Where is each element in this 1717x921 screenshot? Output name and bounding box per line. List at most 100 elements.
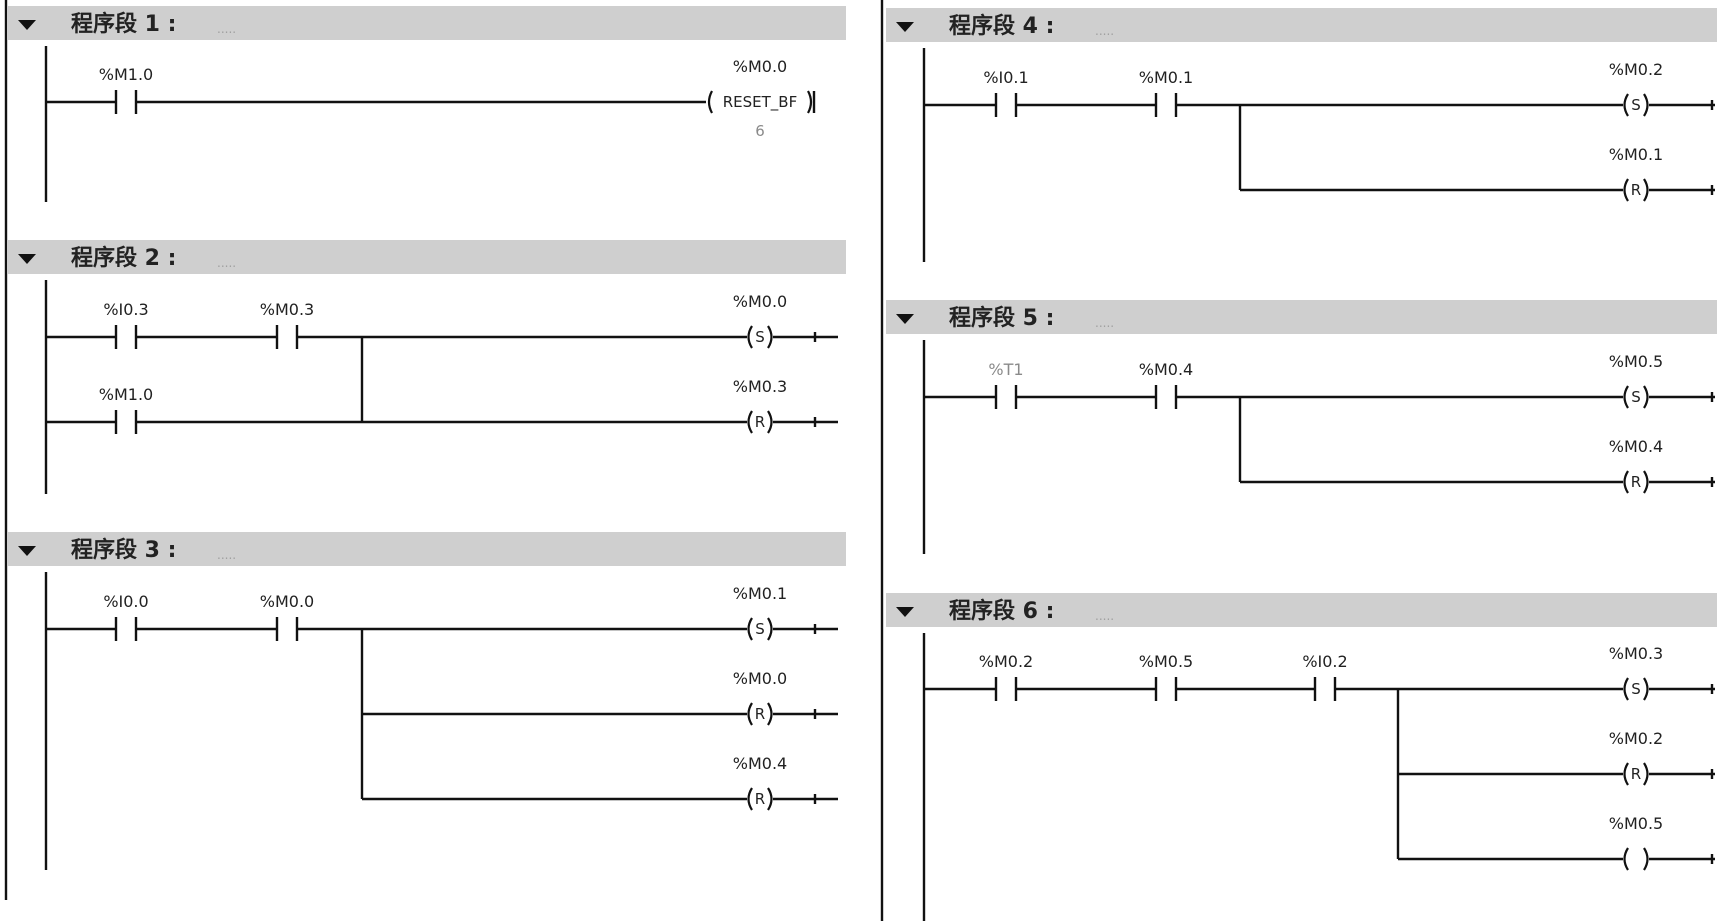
rung: %I0.1 %M0.1 %M0.2S %M0.1R [924,60,1715,202]
contact-no[interactable]: %I0.3 [103,300,149,349]
contact-operand: %T1 [988,360,1023,379]
coil[interactable]: %M0.4R [1609,437,1715,494]
collapse-triangle-icon[interactable] [896,607,914,617]
network-2: 程序段 2 :..... %I0.3 %M0.3 %M0.0S %M1.0 %M0.3R [8,240,846,494]
network-title: 程序段 1 : [71,11,176,37]
contact-no[interactable]: %M0.0 [260,592,314,641]
coil-right-bracket [1643,178,1649,202]
collapse-triangle-icon[interactable] [18,254,36,264]
network-title: 程序段 3 : [71,537,176,563]
coil-operand: %M0.2 [1609,729,1663,748]
coil-operand: %M0.0 [733,669,787,688]
coil[interactable]: %M0.1R [1609,145,1715,202]
collapse-triangle-icon[interactable] [896,22,914,32]
collapse-triangle-icon[interactable] [896,314,914,324]
network-header[interactable] [886,8,1717,42]
rung: %M1.0 %M0.3R [46,377,838,434]
coil-left-bracket [1623,178,1629,202]
coil-symbol: R [1631,181,1641,199]
coil-param: 6 [755,122,765,140]
coil[interactable]: %M0.3S [1609,644,1715,701]
contact-no[interactable]: %M0.1 [1139,68,1193,117]
coil[interactable]: %M0.5 [1609,814,1715,871]
network-3: 程序段 3 :.....%I0.0%M0.0%M0.1S%M0.0R%M0.4R [8,532,846,870]
coil-right-bracket [767,702,773,726]
coil-operand: %M0.2 [1609,60,1663,79]
coil[interactable]: %M0.0R [733,669,838,726]
coil-symbol: R [755,790,765,808]
network-title: 程序段 6 : [949,598,1054,624]
contact-no[interactable]: %M0.3 [260,300,314,349]
coil-operand: %M0.3 [1609,644,1663,663]
coil-right-bracket [1643,677,1649,701]
coil-operand: %M0.0 [733,57,787,76]
network-title: 程序段 2 : [71,245,176,271]
coil-right-bracket [1643,762,1649,786]
contact-operand: %I0.2 [1302,652,1347,671]
coil-operand: %M0.5 [1609,352,1663,371]
contact-operand: %M1.0 [99,65,153,84]
coil-symbol: S [1631,680,1641,698]
contact-operand: %M0.0 [260,592,314,611]
contact-no[interactable]: %I0.1 [983,68,1029,117]
coil-right-bracket [767,787,773,811]
coil-right-bracket [767,325,773,349]
network-header[interactable] [8,532,846,566]
network-header[interactable] [886,300,1717,334]
contact-no[interactable]: %M1.0 [99,65,153,114]
coil-symbol: S [755,620,765,638]
rung: %I0.0%M0.0%M0.1S%M0.0R%M0.4R [46,584,838,811]
coil-right-bracket [1643,93,1649,117]
network-header[interactable] [8,6,846,40]
coil-left-bracket [1623,847,1629,871]
coil[interactable]: %M0.1S [733,584,838,641]
contact-no[interactable]: %I0.0 [103,592,149,641]
coil-symbol: R [755,705,765,723]
contact-operand: %M0.5 [1139,652,1193,671]
coil-left-bracket [747,702,753,726]
contact-operand: %I0.3 [103,300,148,319]
network-title: 程序段 4 : [949,13,1054,39]
network-header[interactable] [886,593,1717,627]
coil[interactable]: %M0.2R [1609,729,1715,786]
contact-no[interactable]: %I0.2 [1302,652,1348,701]
coil-left-bracket [1623,677,1629,701]
coil[interactable]: %M0.3R [733,377,838,434]
contact-no[interactable]: %M0.5 [1139,652,1193,701]
coil-left-bracket [747,617,753,641]
coil-left-bracket [707,90,713,114]
network-header[interactable] [8,240,846,274]
network-comment[interactable]: ..... [217,256,236,270]
coil[interactable]: %M0.0S [733,292,838,349]
coil-operand: %M0.4 [733,754,787,773]
coil-left-bracket [747,410,753,434]
network-comment[interactable]: ..... [217,22,236,36]
network-comment[interactable]: ..... [1095,316,1114,330]
coil-left-bracket [1623,385,1629,409]
coil[interactable]: %M0.5S [1609,352,1715,409]
contact-operand: %I0.1 [983,68,1028,87]
network-comment[interactable]: ..... [217,548,236,562]
coil-operand: %M0.0 [733,292,787,311]
network-6: 程序段 6 :..... %M0.2 %M0.5 %I0.2 %M0.3S %M0.2R%… [886,593,1717,921]
network-comment[interactable]: ..... [1095,609,1114,623]
coil-left-bracket [1623,93,1629,117]
coil-symbol: S [755,328,765,346]
coil-symbol: R [1631,765,1641,783]
contact-no[interactable]: %M0.2 [979,652,1033,701]
contact-no[interactable]: %M1.0 [99,385,153,434]
coil[interactable]: %M0.2S [1609,60,1715,117]
contact-no[interactable]: %M0.4 [1139,360,1193,409]
collapse-triangle-icon[interactable] [18,20,36,30]
network-comment[interactable]: ..... [1095,24,1114,38]
contact-no[interactable]: %T1 [988,360,1024,409]
collapse-triangle-icon[interactable] [18,546,36,556]
coil-symbol: R [1631,473,1641,491]
coil-right-bracket [767,410,773,434]
coil-right-bracket [1643,470,1649,494]
coil[interactable]: %M0.4R [733,754,838,811]
